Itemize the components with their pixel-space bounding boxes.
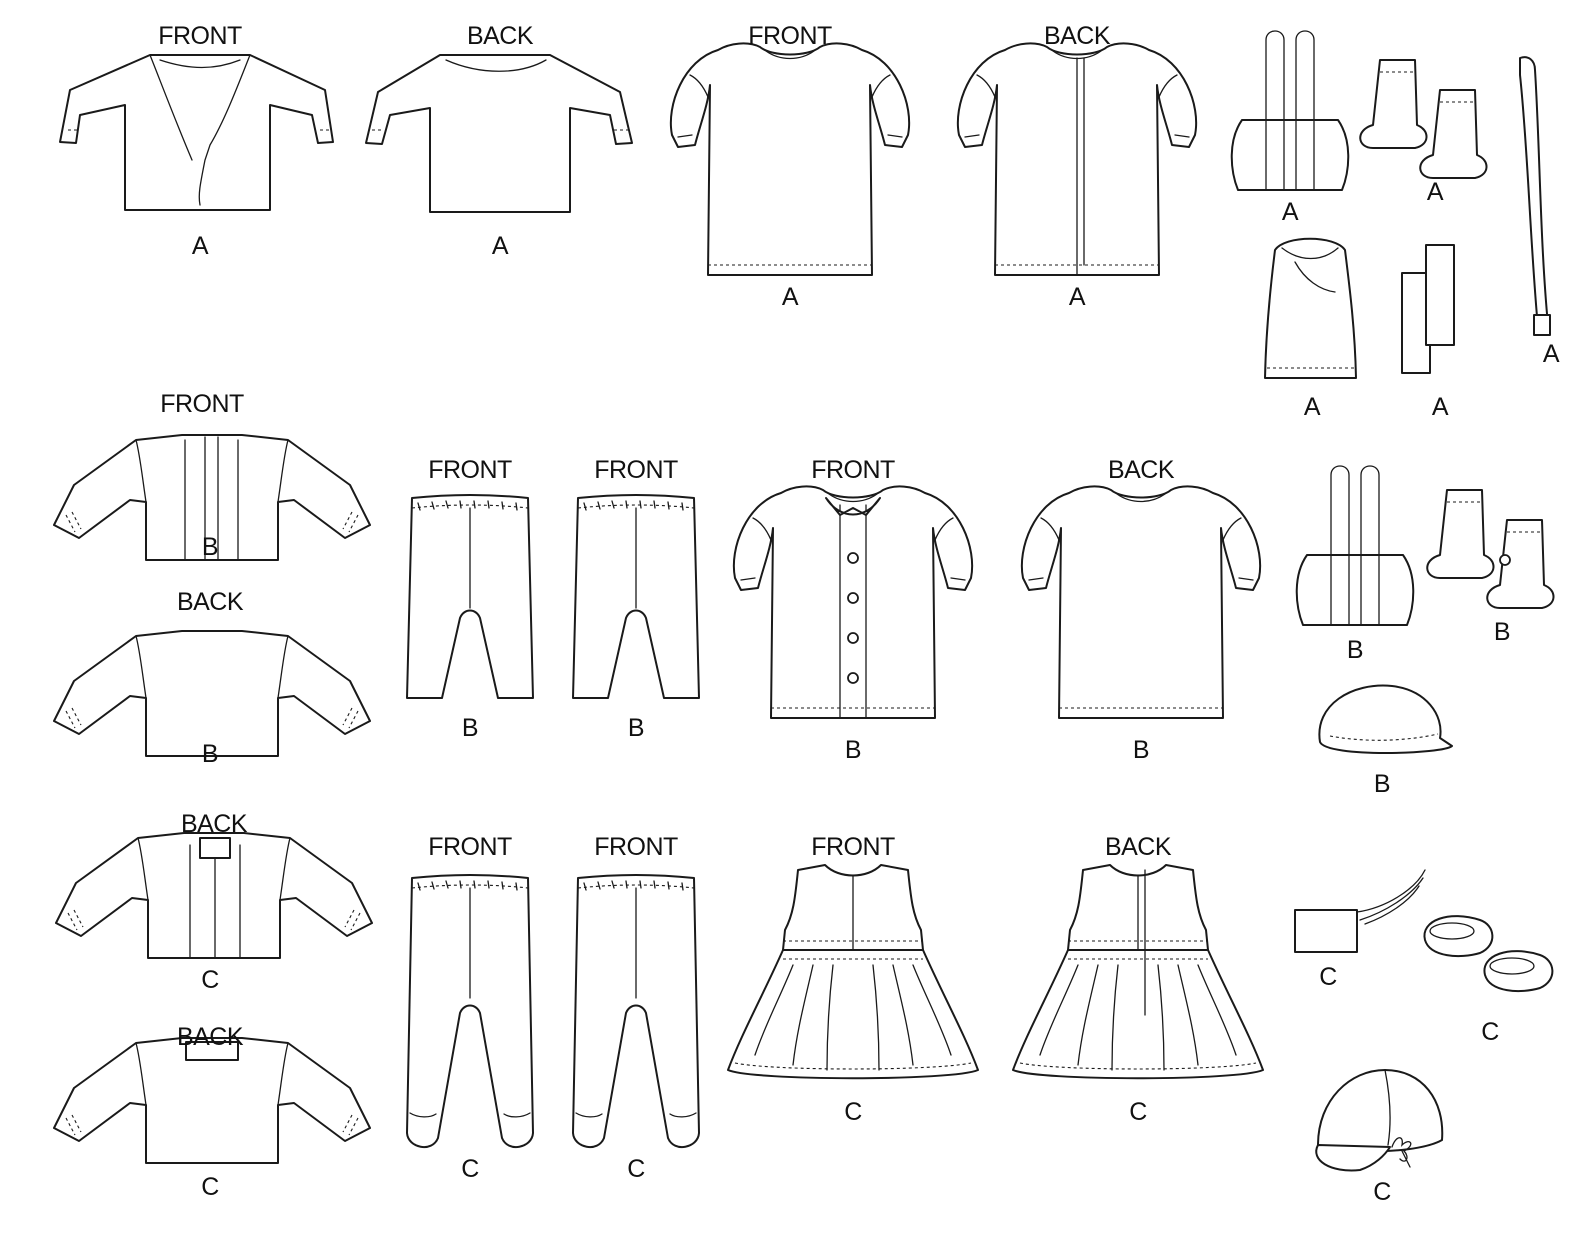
view-a-top: A	[1264, 237, 1357, 421]
label-view-b: B	[202, 740, 218, 768]
label-view-a: A	[1543, 340, 1560, 368]
view-a-scarf-belt: A	[1519, 56, 1560, 368]
view-c-slippers: C	[1423, 915, 1554, 1046]
label-back: BACK	[1044, 22, 1111, 50]
label-view-a: A	[192, 232, 209, 260]
label-view-a: A	[492, 232, 509, 260]
view-b-pants-front-2: FRONT B	[572, 456, 700, 742]
view-a-tote-bag: A	[1230, 30, 1350, 226]
label-back: BACK	[1108, 456, 1175, 484]
label-view-c: C	[844, 1098, 862, 1126]
label-view-a: A	[1432, 393, 1449, 421]
label-view-b: B	[1133, 736, 1149, 764]
view-a-boots: A	[1359, 59, 1488, 206]
view-a-dress-front: FRONT A	[669, 22, 911, 311]
view-a-jacket-back: BACK A	[365, 22, 633, 260]
view-b-dress-back: BACK B	[1020, 456, 1262, 764]
label-view-c: C	[1481, 1018, 1499, 1046]
label-view-a: A	[782, 283, 799, 311]
label-view-c: C	[201, 966, 219, 994]
view-c-jacket-back-1: BACK C	[55, 810, 373, 994]
view-c-jacket-back-2: BACK C	[53, 1023, 371, 1201]
label-view-a: A	[1427, 178, 1444, 206]
label-view-b: B	[1347, 636, 1363, 664]
view-b-dress-front: FRONT B	[732, 456, 974, 764]
label-view-a: A	[1304, 393, 1321, 421]
label-view-b: B	[1374, 770, 1390, 798]
label-front: FRONT	[428, 833, 512, 861]
view-c-dress-front: FRONT C	[727, 833, 979, 1126]
view-c-pants-front-1: FRONT C	[406, 833, 534, 1183]
label-view-b: B	[628, 714, 644, 742]
label-front: FRONT	[594, 833, 678, 861]
view-b-boots: B	[1426, 489, 1555, 646]
view-b-jacket-back: BACK B	[53, 588, 371, 768]
view-b-beret: B	[1318, 684, 1453, 798]
label-front: FRONT	[811, 833, 895, 861]
label-view-c: C	[1319, 963, 1337, 991]
label-view-c: C	[1373, 1178, 1391, 1206]
label-back: BACK	[181, 810, 248, 838]
label-view-b: B	[1494, 618, 1510, 646]
view-a-leg-warmers: A	[1401, 244, 1455, 421]
label-view-c: C	[201, 1173, 219, 1201]
view-a-dress-back: BACK A	[956, 22, 1198, 311]
label-back: BACK	[177, 1023, 244, 1051]
label-view-b: B	[845, 736, 861, 764]
view-b-jacket-front: FRONT B	[53, 390, 371, 561]
view-c-cap: C	[1315, 1069, 1444, 1206]
label-front: FRONT	[160, 390, 244, 418]
label-back: BACK	[177, 588, 244, 616]
label-front: FRONT	[811, 456, 895, 484]
label-view-b: B	[462, 714, 478, 742]
view-b-pants-front-1: FRONT B	[406, 456, 534, 742]
view-a-jacket-front: FRONT A	[59, 22, 334, 260]
label-back: BACK	[1105, 833, 1172, 861]
view-c-dress-back: BACK C	[1012, 833, 1264, 1126]
view-b-tote-bag: B	[1295, 465, 1415, 664]
view-c-pants-front-2: FRONT C	[572, 833, 700, 1183]
label-view-c: C	[461, 1155, 479, 1183]
label-front: FRONT	[428, 456, 512, 484]
label-front: FRONT	[748, 22, 832, 50]
view-c-purse: C	[1294, 869, 1426, 991]
label-view-a: A	[1282, 198, 1299, 226]
label-view-a: A	[1069, 283, 1086, 311]
label-front: FRONT	[158, 22, 242, 50]
label-view-c: C	[1129, 1098, 1147, 1126]
label-front: FRONT	[594, 456, 678, 484]
label-view-b: B	[202, 533, 218, 561]
label-view-c: C	[627, 1155, 645, 1183]
label-back: BACK	[467, 22, 534, 50]
